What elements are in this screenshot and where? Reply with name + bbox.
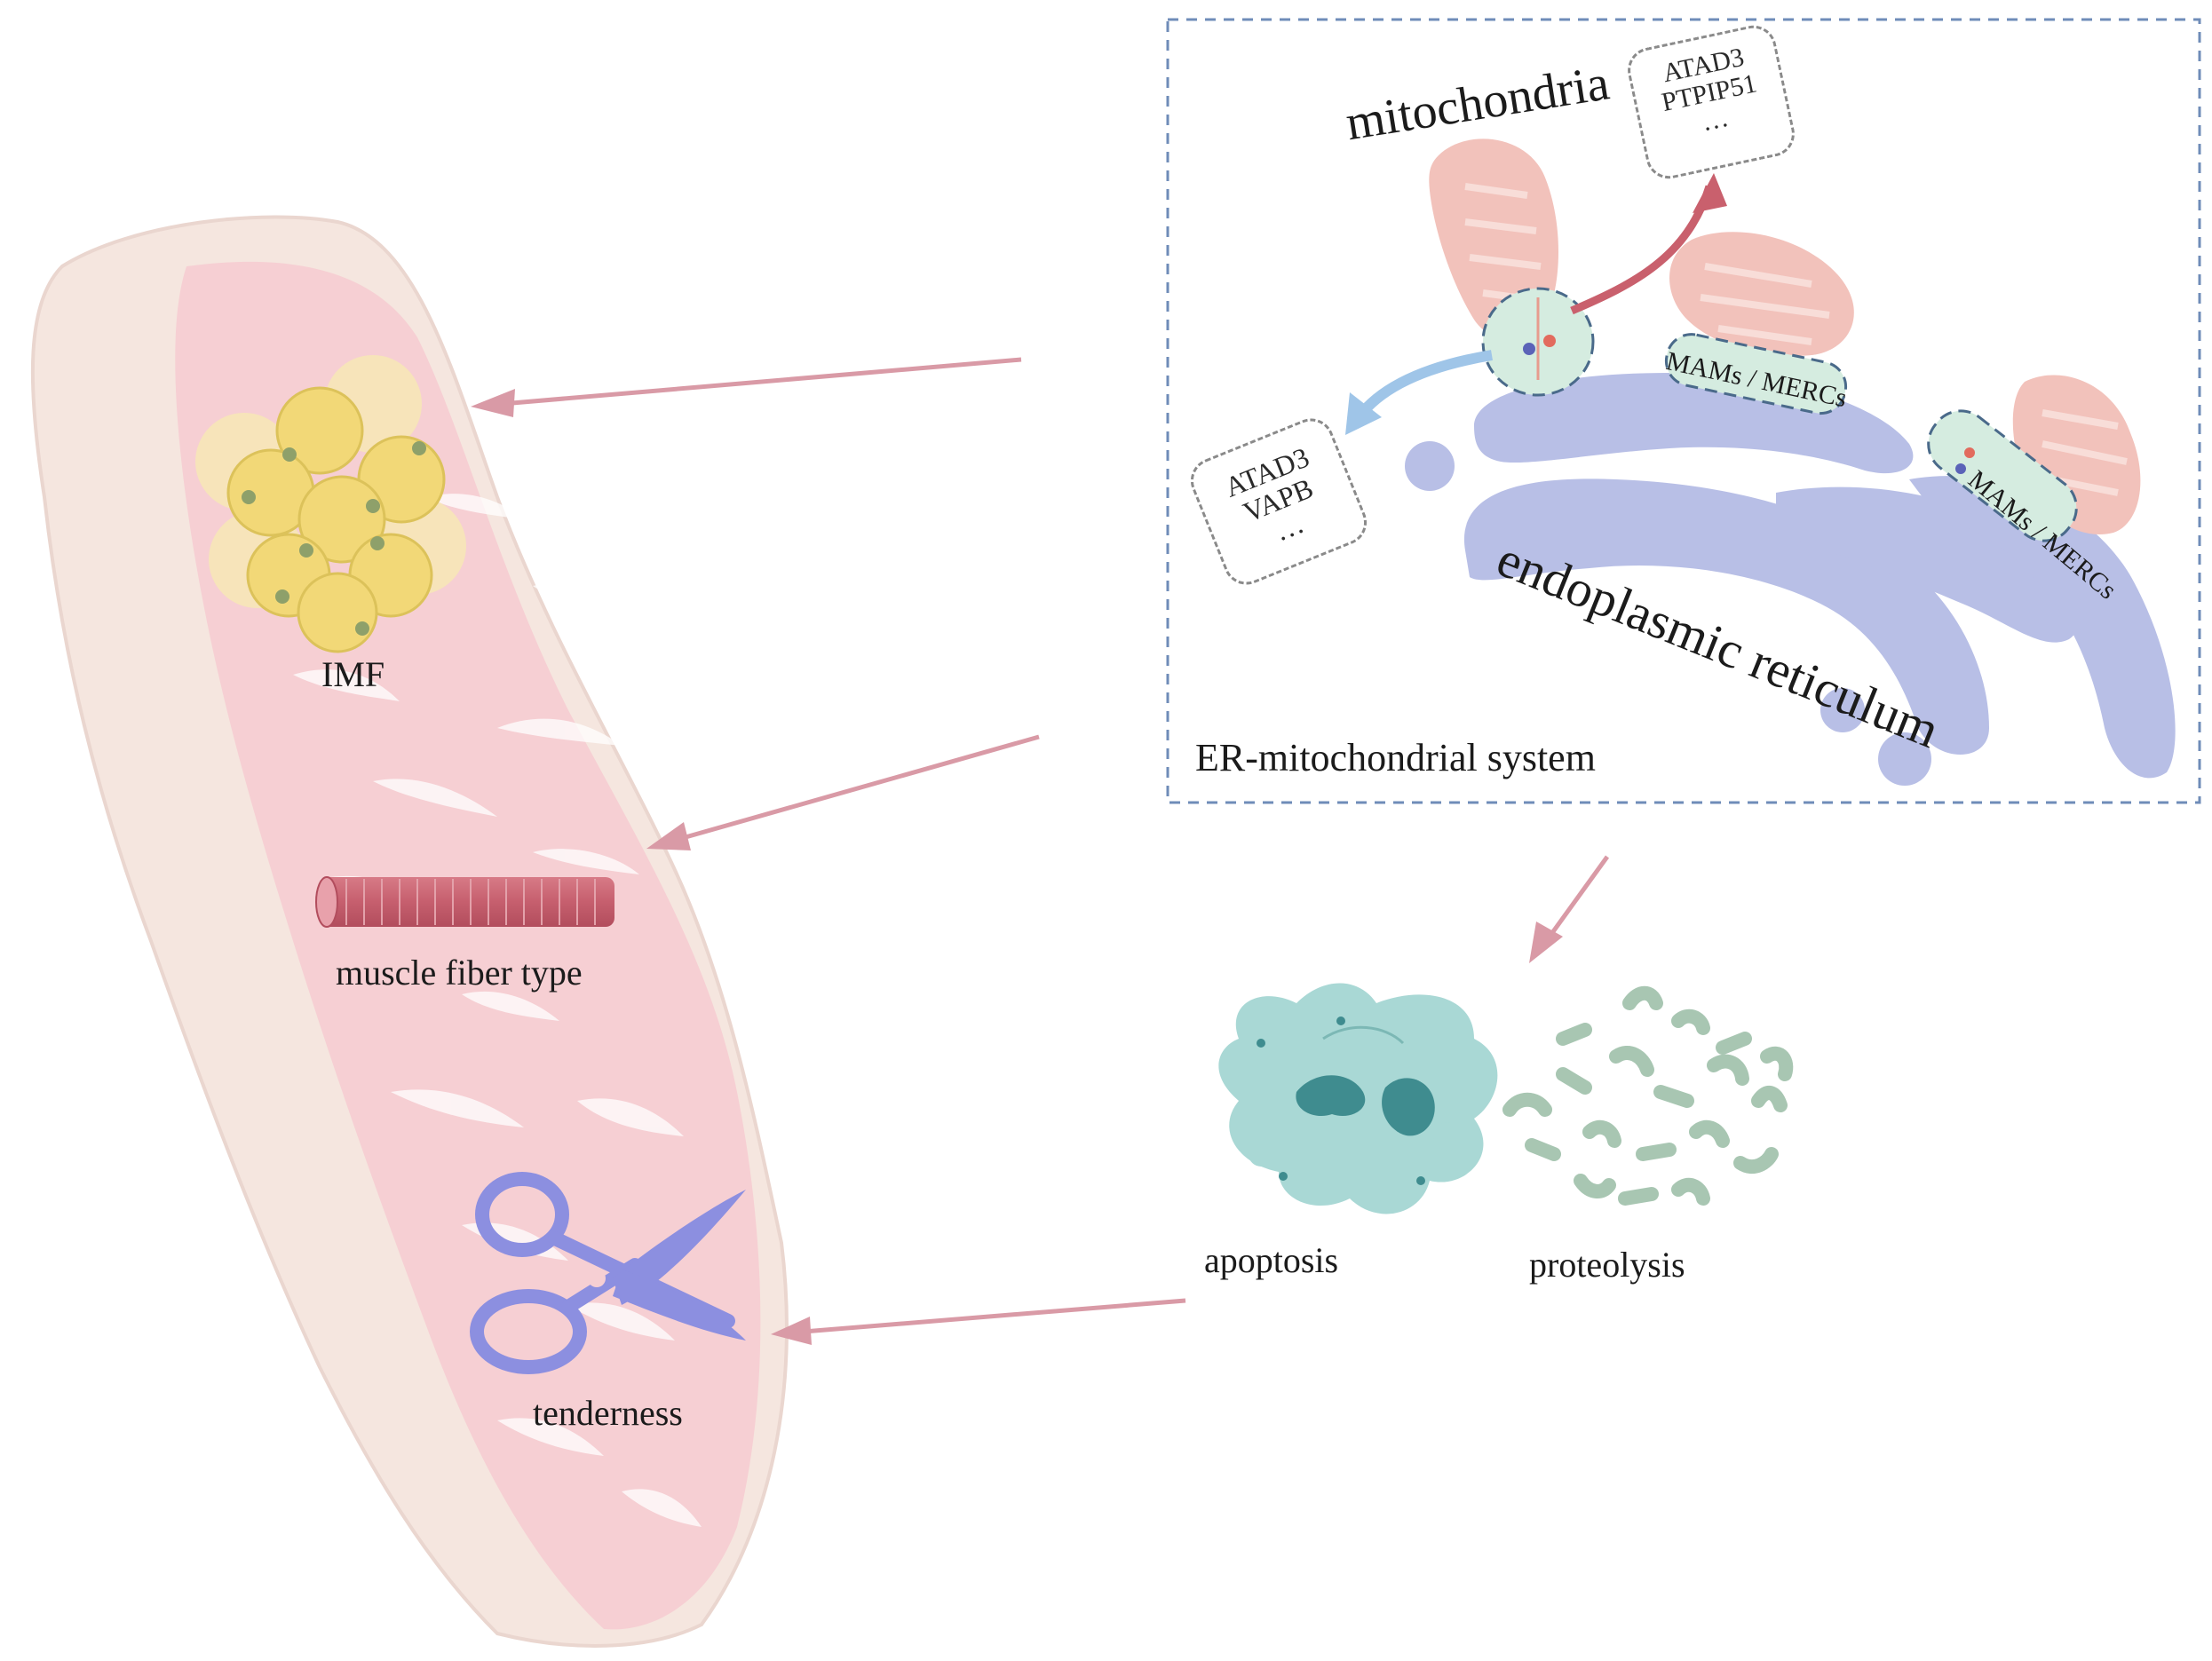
marbling [293,494,702,1527]
scissors-icon [470,1172,746,1374]
mam-contact-left [1481,287,1595,397]
muscle-fiber-type-label: muscle fiber type [336,953,583,993]
apoptosis-label: apoptosis [1204,1240,1339,1280]
mitochondrion-icon [1669,232,1854,356]
arrow-head [1693,173,1727,213]
proteolysis-label: proteolysis [1529,1245,1685,1285]
er-mito-frame [1166,18,2201,804]
mam-contact-top [1664,333,1848,415]
protein-fragments-icon [1502,985,1794,1206]
arrow-head [771,1317,812,1345]
arrow-head [1529,921,1563,963]
apoptotic-cell-icon [1218,983,1498,1214]
arrow-head [646,822,691,850]
mam-contact-right [1927,409,2078,542]
protein-arrows [1345,173,1727,435]
pink-arrows [471,357,1610,1345]
fat-cells-icon [195,355,466,653]
er-system-title: ER-mitochondrial system [1195,736,1596,779]
tenderness-label: tenderness [533,1393,683,1433]
imf-label: IMF [321,654,385,694]
muscle-fiber-icon [315,876,614,928]
arrow-head [1345,392,1382,435]
arrow-head [471,389,515,417]
endoplasmic-reticulum-icon [1405,373,2176,786]
